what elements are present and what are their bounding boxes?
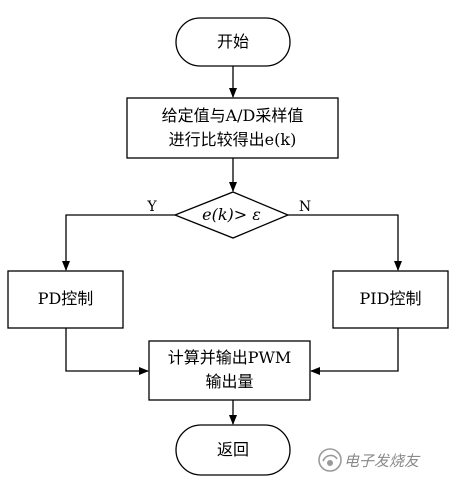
compare-process-box	[126, 97, 339, 159]
watermark-text: 电子发烧友	[344, 452, 420, 470]
decision-diamond	[173, 191, 290, 239]
pid-control-box	[332, 270, 449, 329]
output-label-line2: 输出量	[205, 372, 254, 391]
yes-branch-line	[62, 214, 175, 271]
watermark: 电子发烧友	[344, 450, 419, 471]
watermark-logo-icon	[318, 448, 342, 472]
compare-label-line1: 给定值与A/D采样值	[161, 106, 304, 125]
pid-control-label: PID控制	[359, 289, 422, 308]
decision-label: e(k)> ε	[202, 205, 261, 224]
yes-label: Y	[147, 199, 157, 215]
no-branch-line	[288, 214, 402, 271]
pd-control-label: PD控制	[37, 289, 94, 308]
pd-to-output-line	[65, 328, 149, 375]
output-process-box	[148, 340, 311, 401]
end-terminal	[175, 424, 291, 476]
no-label: N	[298, 199, 312, 215]
start-label: 开始	[216, 32, 249, 51]
output-label-line1: 计算并输出PWM	[167, 348, 292, 367]
pd-control-box	[7, 270, 124, 329]
pid-to-output-line	[310, 328, 399, 375]
end-label: 返回	[216, 440, 249, 459]
compare-label-line2: 进行比较得出e(k)	[168, 130, 297, 149]
